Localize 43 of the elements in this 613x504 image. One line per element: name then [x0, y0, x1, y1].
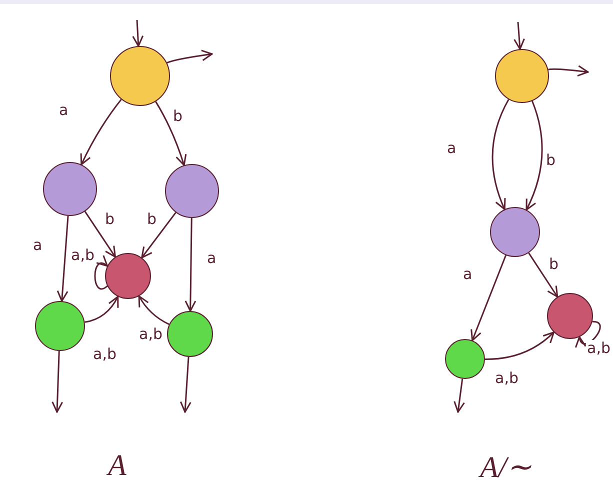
state-circle [547, 293, 593, 339]
automaton-name: A/∼ [480, 450, 532, 485]
edge-label: b [172, 108, 184, 124]
state-circle [35, 301, 85, 351]
arrow [454, 378, 466, 413]
edge-label: b [104, 211, 116, 227]
edge-label: a,b [138, 326, 164, 342]
arrow [548, 65, 589, 77]
state-circle [167, 311, 213, 357]
arrow [528, 252, 558, 298]
arrow [180, 356, 192, 413]
arrow [470, 254, 507, 342]
arrow [492, 99, 510, 210]
edge-label: a,b [494, 370, 520, 386]
arrow [184, 218, 196, 312]
arrow [132, 20, 144, 47]
edge-label: b [545, 152, 557, 168]
state-circle [445, 339, 485, 379]
edge-label: a,b [586, 340, 612, 356]
state-circle [490, 207, 540, 257]
edge-label: b [548, 256, 560, 272]
arrow [56, 216, 69, 302]
arrow [94, 256, 108, 290]
arrow [155, 101, 187, 166]
arrow [80, 98, 122, 166]
edge-label: b [146, 211, 158, 227]
arrow [141, 212, 176, 258]
state-circle [43, 162, 97, 216]
arrow [84, 211, 116, 258]
arrow [166, 50, 213, 64]
arrow [576, 320, 601, 349]
arrow [84, 296, 119, 323]
arrow [138, 295, 170, 326]
edge-label: a,b [70, 247, 96, 263]
arrow [484, 332, 555, 360]
state-circle [165, 164, 219, 218]
arrow [514, 22, 525, 50]
edge-label: a,b [92, 346, 118, 362]
automaton-name: A [108, 449, 126, 483]
state-circle [105, 253, 151, 299]
arrow [52, 350, 64, 413]
state-circle [495, 49, 549, 103]
arrow [526, 100, 543, 211]
